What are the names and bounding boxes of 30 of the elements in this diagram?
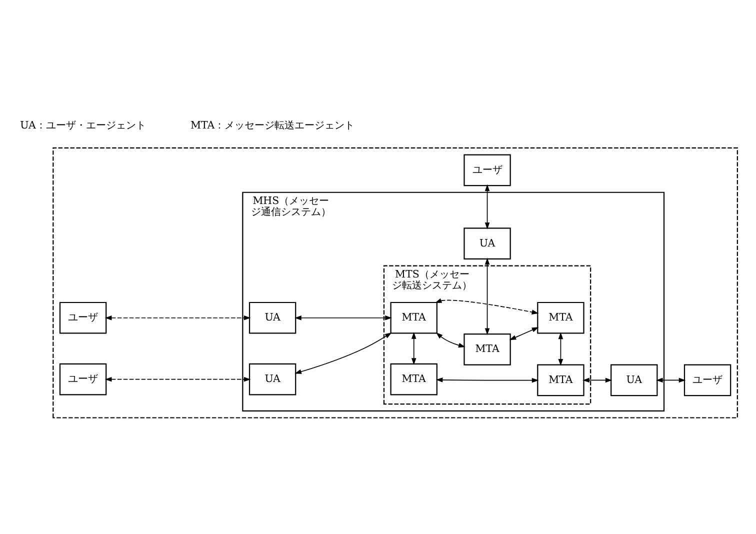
arrow	[294, 332, 392, 374]
node-box: ユーザ	[59, 301, 107, 334]
cluster	[52, 146, 738, 418]
arrow	[582, 377, 612, 382]
node-box: MTA	[390, 301, 438, 334]
node-box: MTA	[537, 364, 584, 396]
node-box: MTA	[464, 333, 511, 365]
node-box: MTA	[537, 301, 584, 334]
arrow	[434, 298, 539, 314]
arrow	[411, 331, 416, 365]
node-box: UA	[464, 227, 511, 260]
arrow	[509, 326, 539, 340]
node-box: MTA	[390, 362, 438, 395]
arrow	[436, 377, 539, 382]
arrow	[484, 184, 490, 229]
label: UA：ユーザ・エージェント	[20, 118, 146, 131]
node-box: ユーザ	[464, 154, 511, 186]
node-box: ユーザ	[59, 362, 107, 395]
arrow	[484, 257, 490, 335]
node-box: UA	[610, 364, 658, 396]
arrow	[104, 314, 251, 320]
arrow	[558, 332, 564, 366]
arrow	[656, 377, 686, 382]
node-box: UA	[248, 301, 296, 334]
arrow	[294, 314, 392, 320]
arrow	[104, 376, 251, 382]
node-box: UA	[248, 362, 296, 395]
node-box: ユーザ	[684, 364, 732, 396]
label: MTA：メッセージ転送エージェント	[190, 118, 355, 131]
arrow	[436, 332, 466, 348]
